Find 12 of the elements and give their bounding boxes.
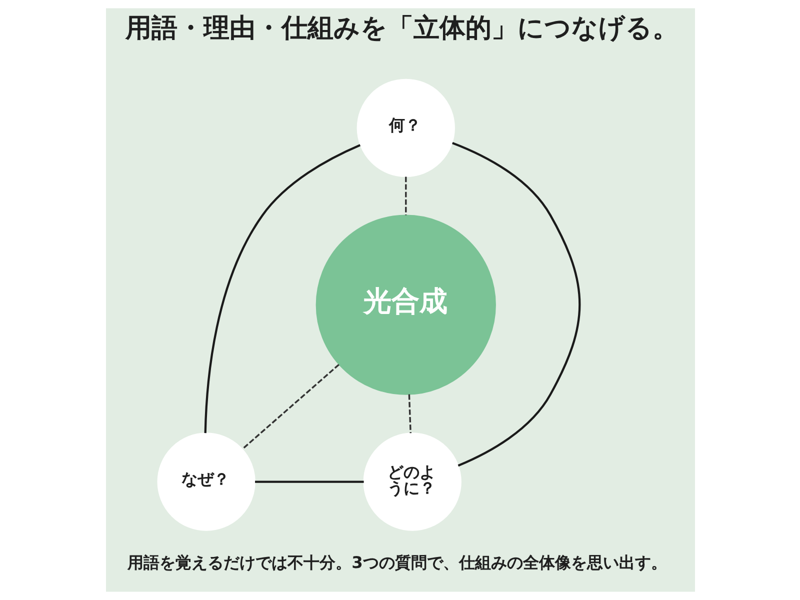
- node-circle: 光合成: [315, 214, 496, 395]
- node-circle: なぜ？: [156, 432, 255, 531]
- connector: [404, 176, 406, 216]
- diagram-title: 用語・理由・仕組みを「立体的」につなげる。: [124, 13, 678, 44]
- connector: [408, 394, 411, 434]
- node-circle: どのように？: [362, 432, 461, 531]
- connector: [452, 142, 580, 467]
- caption: 用語を覚えるだけでは不十分。3つの質問で、仕組みの全体像を思い出す。: [127, 553, 666, 572]
- connector: [254, 480, 364, 483]
- connector: [241, 364, 339, 450]
- node-circle: 何？: [356, 78, 454, 178]
- connector: [204, 144, 360, 434]
